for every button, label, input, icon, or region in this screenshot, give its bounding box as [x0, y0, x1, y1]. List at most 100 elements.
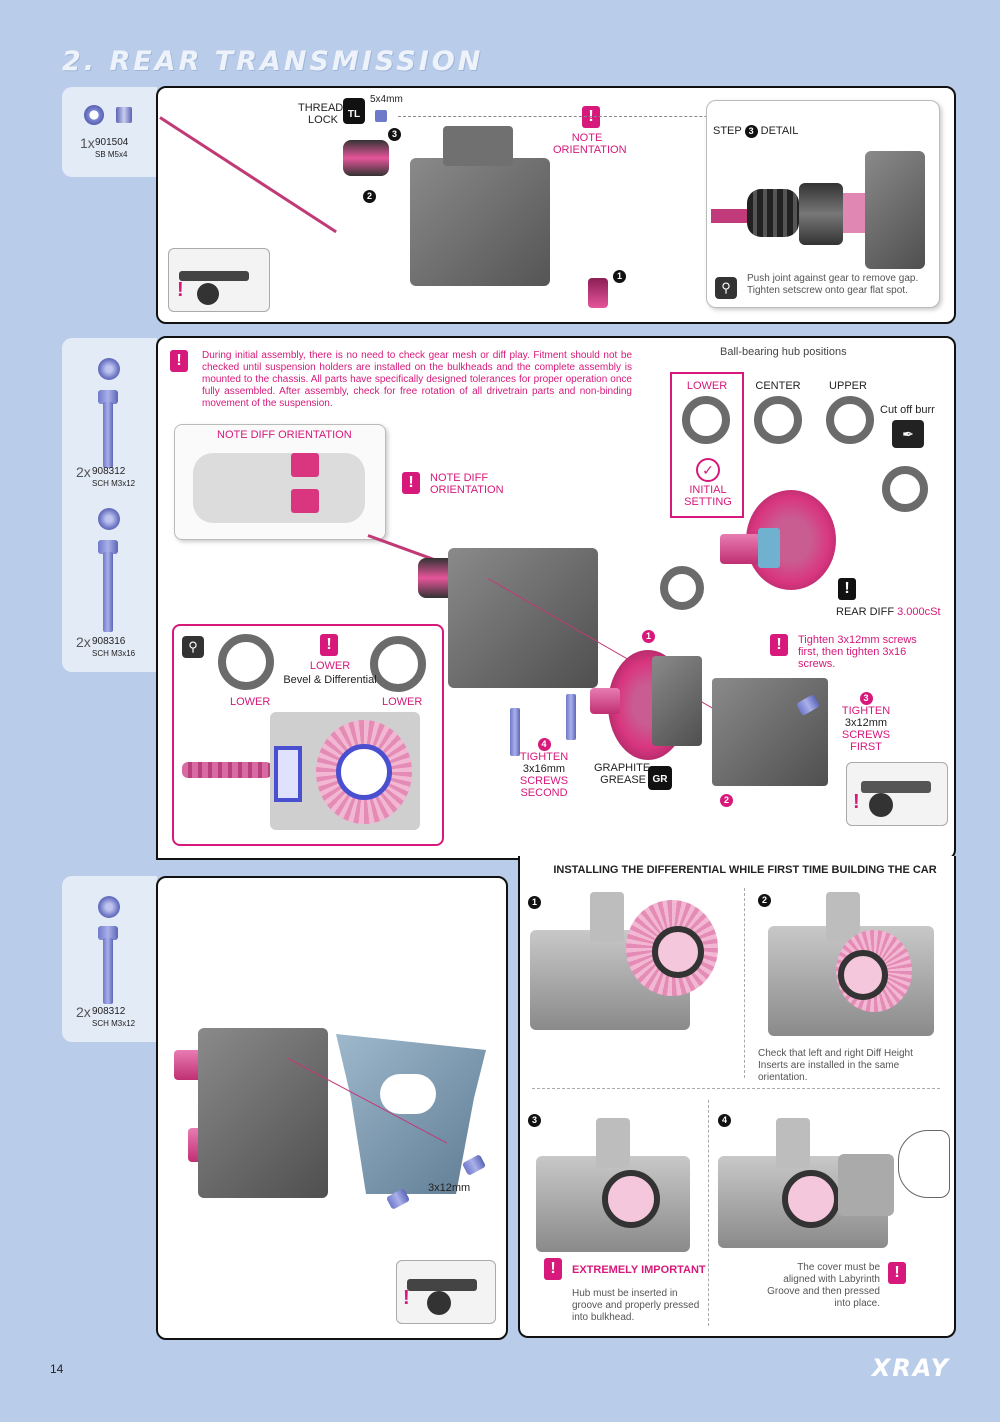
step2-parts-tab: 2x 908312 SCH M3x12 2x 908316 SCH M3x16	[62, 338, 157, 672]
warning-icon: !	[170, 350, 188, 372]
important-text: Hub must be inserted in groove and prope…	[572, 1288, 700, 1323]
step3-panel: 3x12mm !	[156, 876, 508, 1340]
washer-icon	[84, 105, 104, 125]
install-step2-text: Check that left and right Diff Height In…	[758, 1048, 913, 1083]
inset-hub-left	[274, 746, 302, 802]
install-step-1: 1	[528, 896, 541, 909]
hub-ring-upper	[826, 396, 874, 444]
tighten-second-size: 3x16mm	[522, 763, 566, 775]
screw-label: 3x12mm	[428, 1182, 471, 1194]
divider-horizontal	[532, 1088, 940, 1089]
detail-gear	[843, 193, 867, 233]
hub-ring-center	[754, 396, 802, 444]
install-fig2-hub	[838, 950, 888, 1000]
screw-icon	[98, 390, 118, 404]
inset-hub	[336, 744, 392, 800]
hub-cut	[882, 466, 928, 512]
tighten-first-size: 3x12mm	[844, 717, 888, 729]
screw-3x16	[566, 694, 576, 740]
important-title: EXTREMELY IMPORTANT	[572, 1264, 706, 1276]
screw-shank	[103, 402, 113, 468]
inset-note: NOTE DIFF ORIENTATION	[217, 429, 352, 441]
install-fig3-hub	[602, 1170, 660, 1228]
install-fig1-hub	[652, 926, 704, 978]
install-step-4: 4	[718, 1114, 731, 1127]
initial-setting-frame	[670, 372, 744, 518]
rear-diff-oil: 3.000cSt	[897, 606, 941, 618]
hub-center: CENTER	[755, 380, 801, 392]
bulkhead-top	[443, 126, 513, 166]
note-orientation: NOTE ORIENTATION	[553, 132, 627, 156]
callout-2: 2	[363, 190, 376, 203]
screw-head-icon	[98, 896, 120, 918]
page-number: 14	[50, 1362, 64, 1376]
tighten-note: Tighten 3x12mm screws first, then tighte…	[798, 634, 917, 670]
chassis-inset: NOTE DIFF ORIENTATION	[174, 424, 386, 540]
warning-icon: !	[320, 634, 338, 656]
joint-cup	[343, 140, 389, 176]
bevel-inset: ⚲ ! LOWER Bevel & Differential LOWER LOW…	[172, 624, 444, 846]
part-code: 908312	[92, 1006, 126, 1017]
detail-bulkhead	[865, 151, 925, 269]
part-desc: SB M5x4	[95, 150, 128, 159]
step1-panel: 3 2 THREAD LOCK TL 5x4mm 1 ! NOTE ORIENT…	[156, 86, 956, 324]
part-qty: 2x	[76, 634, 91, 650]
tighten-first-label: TIGHTEN	[841, 705, 891, 717]
screw-shank	[103, 938, 113, 1004]
car-location-icon: !	[396, 1260, 496, 1324]
grease-icon: GR	[648, 766, 672, 790]
brand-logo: XRAY	[871, 1354, 950, 1382]
bulkhead	[198, 1028, 328, 1198]
part-desc: SCH M3x12	[92, 479, 136, 488]
setscrew-part	[375, 110, 387, 122]
detail-step-num: 3	[744, 125, 758, 138]
hub-ring-lower	[682, 396, 730, 444]
install-fig4-hub	[782, 1170, 840, 1228]
install-step4-text: The cover must be aligned with Labyrinth…	[767, 1262, 880, 1309]
tighten-first: 3 TIGHTEN 3x12mm SCREWS FIRST	[826, 692, 906, 753]
hub-ring-right	[370, 636, 426, 692]
warning-icon: !	[402, 472, 420, 494]
assembly-warning: During initial assembly, there is no nee…	[202, 350, 632, 409]
screw-3x16	[510, 708, 520, 756]
hub-ring-loose	[660, 566, 704, 610]
car-location-icon: !	[168, 248, 270, 312]
install-step-2: 2	[758, 894, 771, 907]
bevel-diff: Bevel & Differential	[283, 674, 377, 686]
part-qty: 1x	[80, 135, 95, 151]
hub-title: Ball-bearing hub positions	[720, 346, 847, 358]
detail-suffix: DETAIL	[760, 125, 799, 137]
tighten-first-order: FIRST	[850, 741, 882, 753]
divider-vertical	[744, 888, 745, 1078]
warning-icon: !	[582, 106, 600, 128]
knife-icon: ✒	[892, 420, 924, 448]
magnifier-icon: ⚲	[715, 277, 737, 299]
part-qty: 2x	[76, 1004, 91, 1020]
initial-setting: INITIAL SETTING	[684, 484, 732, 508]
divider-vertical	[708, 1100, 709, 1326]
lower-left: LOWER	[230, 696, 271, 708]
pinion-gear	[588, 278, 608, 308]
bulkhead	[448, 548, 598, 688]
install-fig4-cover	[838, 1154, 894, 1216]
diff-case	[652, 656, 702, 746]
install-fig4-top	[776, 1118, 810, 1168]
magnifier-icon: ⚲	[182, 636, 204, 658]
screw-head-icon	[98, 358, 120, 380]
install-panel-cover	[520, 852, 950, 858]
callout-3: 3	[388, 128, 401, 141]
leader-line	[398, 116, 848, 117]
rear-diff-label: REAR DIFF	[836, 606, 895, 618]
graphite-grease: GRAPHITE GREASE	[594, 762, 651, 786]
callout-1: 1	[613, 270, 626, 283]
bevel-lower: LOWER	[309, 660, 351, 672]
step1-parts-tab: 1x 901504 SB M5x4	[62, 87, 157, 177]
car-location-icon: !	[846, 762, 948, 826]
warning-icon: !	[838, 578, 856, 600]
part-code: 908312	[92, 466, 126, 477]
install-title: INSTALLING THE DIFFERENTIAL WHILE FIRST …	[553, 864, 937, 876]
inset-shaft	[182, 762, 272, 778]
install-fig3-top	[596, 1118, 630, 1168]
install-step-3: 3	[528, 1114, 541, 1127]
bulkhead	[410, 158, 550, 286]
